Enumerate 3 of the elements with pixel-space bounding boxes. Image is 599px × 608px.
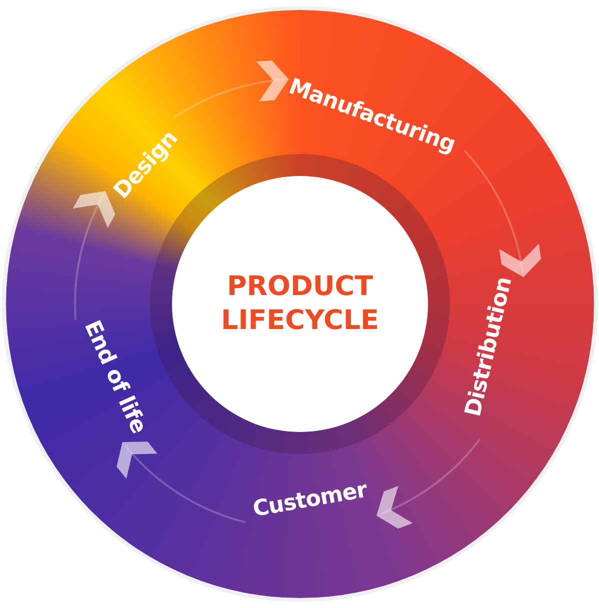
stage-label: Customer <box>251 478 369 522</box>
stage-label: End of life <box>79 316 151 438</box>
center-title: PRODUCT LIFECYCLE <box>220 270 380 338</box>
